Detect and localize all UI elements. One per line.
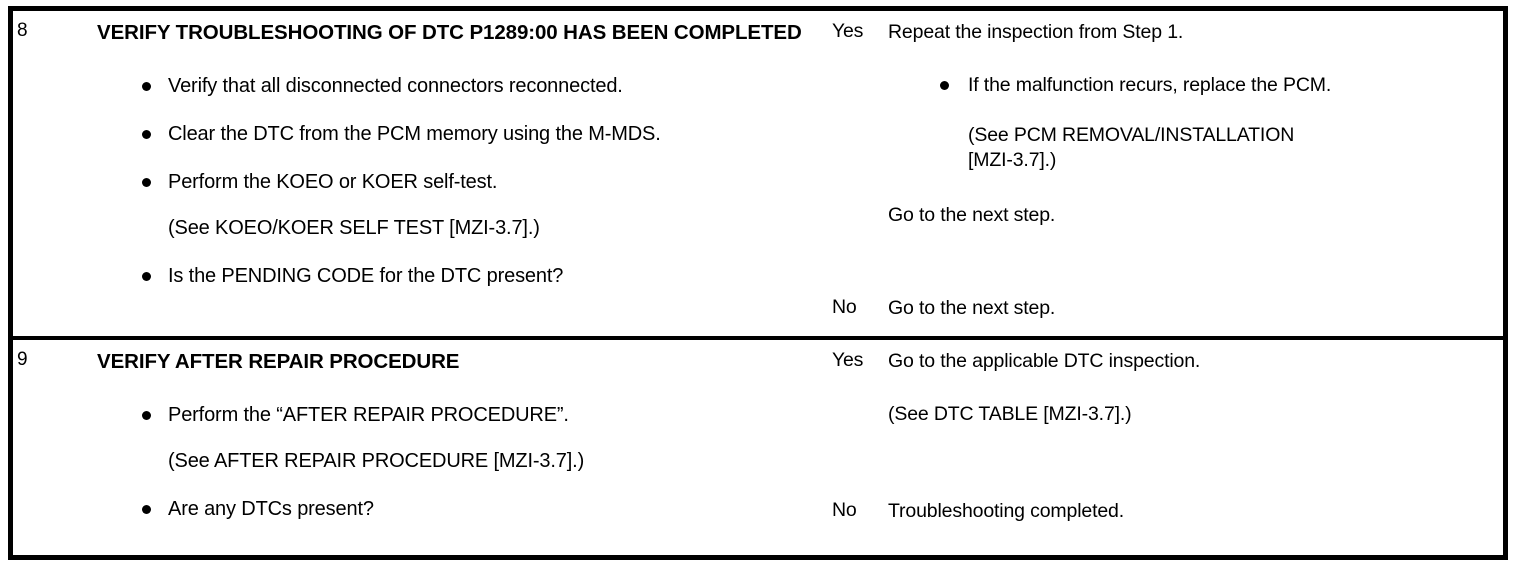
bullet-dot-icon xyxy=(940,81,949,90)
step-description-cell: VERIFY TROUBLESHOOTING OF DTC P1289:00 H… xyxy=(87,8,829,338)
action-reference-note-line1: (See PCM REMOVAL/INSTALLATION xyxy=(968,124,1295,146)
bullet-dot-icon xyxy=(142,178,151,187)
bullet-dot-icon xyxy=(142,82,151,91)
step-title: VERIFY TROUBLESHOOTING OF DTC P1289:00 H… xyxy=(97,21,802,44)
action-lead-text: Repeat the inspection from Step 1. xyxy=(888,21,1184,43)
result-cell-no: No xyxy=(829,490,882,558)
result-cell-no: No xyxy=(829,287,882,338)
step-bullet-list: Perform the “AFTER REPAIR PROCEDURE”. (S… xyxy=(97,403,819,521)
list-item-label: Clear the DTC from the PCM memory using … xyxy=(168,123,661,145)
step-title: VERIFY AFTER REPAIR PROCEDURE xyxy=(97,350,460,373)
action-cell-yes: Repeat the inspection from Step 1. If th… xyxy=(882,8,1506,288)
bullet-dot-icon xyxy=(142,505,151,514)
list-item-label: Perform the “AFTER REPAIR PROCEDURE”. xyxy=(168,404,569,426)
list-item: Are any DTCs present? xyxy=(97,497,819,521)
result-cell-yes: Yes xyxy=(829,335,882,491)
list-item-label: If the malfunction recurs, replace the P… xyxy=(968,74,1332,96)
list-item-label: Are any DTCs present? xyxy=(168,498,374,520)
step-number: 9 xyxy=(17,349,28,370)
action-lead-text: Go to the applicable DTC inspection. xyxy=(888,350,1201,372)
list-item: Clear the DTC from the PCM memory using … xyxy=(97,122,819,146)
action-cell-no: Go to the next step. xyxy=(882,287,1506,338)
action-cell-no: Troubleshooting completed. xyxy=(882,490,1506,558)
bullet-dot-icon xyxy=(142,130,151,139)
step-bullet-list: Verify that all disconnected connectors … xyxy=(97,74,819,288)
list-item: Perform the “AFTER REPAIR PROCEDURE”. xyxy=(97,403,819,427)
step-number: 8 xyxy=(17,20,28,41)
list-item: Perform the KOEO or KOER self-test. xyxy=(97,170,819,194)
action-lead-text: Go to the next step. xyxy=(888,297,1056,320)
step-description-cell: VERIFY AFTER REPAIR PROCEDURE Perform th… xyxy=(87,336,829,558)
table-row: 9 VERIFY AFTER REPAIR PROCEDURE Perform … xyxy=(10,335,1506,558)
action-cell-yes: Go to the applicable DTC inspection. (Se… xyxy=(882,335,1506,491)
list-item-label: Perform the KOEO or KOER self-test. xyxy=(168,171,498,193)
result-label: Yes xyxy=(832,20,864,42)
list-item: Verify that all disconnected connectors … xyxy=(97,74,819,98)
result-label: No xyxy=(832,499,857,522)
table-row: 8 VERIFY TROUBLESHOOTING OF DTC P1289:00… xyxy=(10,8,1506,338)
result-label: Yes xyxy=(832,349,864,371)
action-reference-note: (See PCM REMOVAL/INSTALLATION [MZI-3.7].… xyxy=(888,123,1495,173)
step-number-cell: 9 xyxy=(10,336,87,558)
action-reference-note-line2: [MZI-3.7].) xyxy=(968,149,1057,171)
list-item: If the malfunction recurs, replace the P… xyxy=(888,73,1495,97)
list-item-label: Is the PENDING CODE for the DTC present? xyxy=(168,265,564,287)
table-row: No Go to the next step. xyxy=(11,287,1506,338)
step-reference-note: (See KOEO/KOER SELF TEST [MZI-3.7].) xyxy=(168,217,540,239)
result-label: No xyxy=(832,296,857,319)
action-reference-note: (See DTC TABLE [MZI-3.7].) xyxy=(888,403,1132,425)
bullet-dot-icon xyxy=(142,411,151,420)
action-trailing-text: Go to the next step. xyxy=(888,204,1056,226)
action-lead-text: Troubleshooting completed. xyxy=(888,500,1125,523)
table-row: No Troubleshooting completed. xyxy=(11,490,1506,558)
bullet-dot-icon xyxy=(142,272,151,281)
troubleshooting-table: 8 VERIFY TROUBLESHOOTING OF DTC P1289:00… xyxy=(8,6,1508,560)
list-item-label: Verify that all disconnected connectors … xyxy=(168,75,623,97)
list-item: Is the PENDING CODE for the DTC present? xyxy=(97,264,819,288)
result-cell-yes: Yes xyxy=(829,8,882,288)
step-number-cell: 8 xyxy=(10,8,87,338)
step-reference-note: (See AFTER REPAIR PROCEDURE [MZI-3.7].) xyxy=(168,450,585,472)
